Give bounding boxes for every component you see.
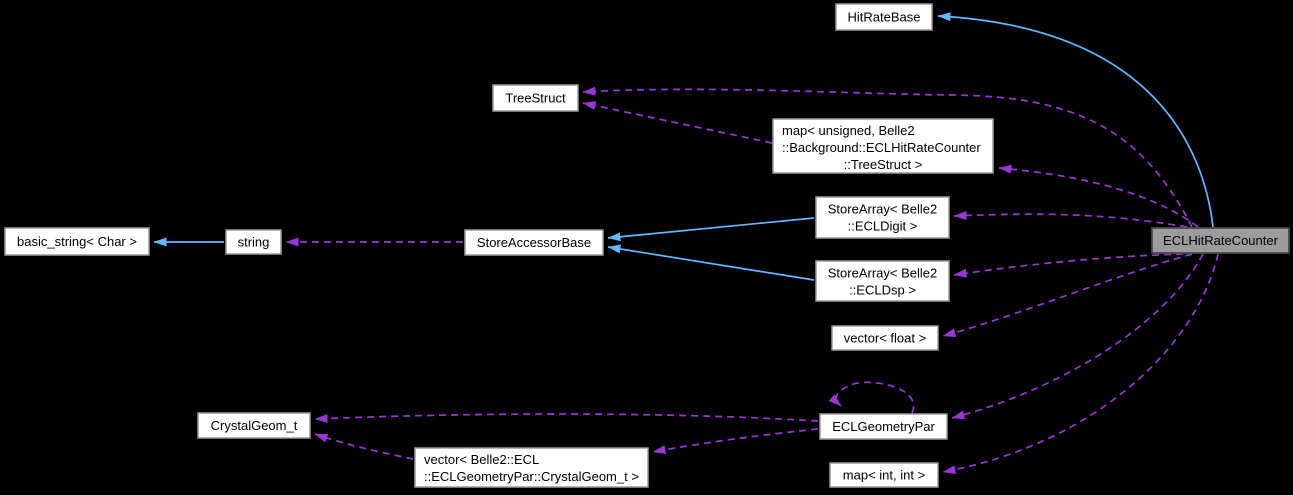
node-storearray-ecldigit[interactable]: StoreArray< Belle2 ::ECLDigit > <box>815 196 950 239</box>
edge-vectorcrystalgeom-to-crystalgeom <box>314 433 414 460</box>
crystalgeom-box <box>197 412 311 439</box>
map-treestruct-label-line3: ::TreeStruct > <box>844 157 923 172</box>
map-treestruct-label-line2: ::Background::ECLHitRateCounter <box>782 140 981 155</box>
hitratebase-box <box>835 3 933 31</box>
node-treestruct[interactable]: TreeStruct <box>492 84 579 112</box>
node-eclgeometrypar[interactable]: ECLGeometryPar <box>819 413 948 440</box>
node-string[interactable]: string <box>225 229 282 255</box>
edge-eclhitratecounter-to-eclgeometrypar <box>951 253 1204 420</box>
eclgeometrypar-label: ECLGeometryPar <box>832 419 935 434</box>
edge-maptreestruct-to-treestruct <box>582 101 773 144</box>
treestruct-label: TreeStruct <box>505 91 566 106</box>
edge-eclhitratecounter-to-treestruct <box>582 86 1193 228</box>
map-treestruct-label-line1: map< unsigned, Belle2 <box>782 123 915 138</box>
node-eclhitratecounter-current: ECLHitRateCounter <box>1151 227 1290 254</box>
string-label: string <box>238 235 270 250</box>
storeaccessorbase-label: StoreAccessorBase <box>477 235 591 250</box>
edge-eclhitratecounter-to-maptreestruct <box>998 164 1199 228</box>
node-map-int-int[interactable]: map< int, int > <box>829 462 939 488</box>
node-map-treestruct[interactable]: map< unsigned, Belle2 ::Background::ECLH… <box>772 118 994 174</box>
edge-eclhitratecounter-to-storearray-ecldsp <box>953 253 1184 278</box>
crystalgeom-label: CrystalGeom_t <box>211 418 298 433</box>
vector-crystalgeom-box <box>414 447 649 488</box>
node-basicstring[interactable]: basic_string< Char > <box>4 227 150 256</box>
storearray-ecldsp-box <box>815 260 950 302</box>
hitratebase-label: HitRateBase <box>848 10 921 25</box>
basicstring-box <box>4 227 150 256</box>
treestruct-box <box>492 84 579 112</box>
vectorfloat-box <box>831 325 939 351</box>
map-int-int-label: map< int, int > <box>843 468 925 483</box>
storeaccessorbase-box <box>464 229 604 256</box>
map-treestruct-box <box>772 118 994 174</box>
vector-crystalgeom-label-line1: vector< Belle2::ECL <box>424 452 539 467</box>
node-storeaccessorbase[interactable]: StoreAccessorBase <box>464 229 604 256</box>
eclgeometrypar-box <box>819 413 948 440</box>
eclhitratecounter-label: ECLHitRateCounter <box>1163 233 1279 248</box>
eclhitratecounter-box <box>1151 227 1290 254</box>
storearray-ecldsp-label-line2: ::ECLDsp > <box>849 283 916 298</box>
edge-eclhitratecounter-to-mapintint <box>942 253 1219 475</box>
node-crystalgeom[interactable]: CrystalGeom_t <box>197 412 311 439</box>
edge-eclgeometrypar-to-crystalgeom <box>314 413 819 423</box>
storearray-ecldigit-label-line1: StoreArray< Belle2 <box>828 202 937 217</box>
map-int-int-box <box>829 462 939 488</box>
edge-eclhitratecounter-to-hitratebase <box>937 12 1214 228</box>
vector-crystalgeom-label-line2: ::ECLGeometryPar::CrystalGeom_t > <box>424 469 639 484</box>
basicstring-label: basic_string< Char > <box>17 234 137 249</box>
storearray-ecldigit-box <box>815 196 950 239</box>
node-vector-crystalgeom[interactable]: vector< Belle2::ECL ::ECLGeometryPar::Cr… <box>414 447 649 488</box>
vectorfloat-label: vector< float > <box>844 331 926 346</box>
node-storearray-ecldsp[interactable]: StoreArray< Belle2 ::ECLDsp > <box>815 260 950 302</box>
edge-eclgeometrypar-to-vectorcrystalgeom <box>652 428 819 455</box>
node-hitratebase[interactable]: HitRateBase <box>835 3 933 31</box>
string-box <box>225 229 282 255</box>
storearray-ecldigit-label-line2: ::ECLDigit > <box>848 219 918 234</box>
edge-eclhitratecounter-to-vectorfloat <box>942 253 1193 338</box>
node-vectorfloat[interactable]: vector< float > <box>831 325 939 351</box>
storearray-ecldsp-label-line1: StoreArray< Belle2 <box>828 266 937 281</box>
edge-storearray-ecldsp-to-storeaccessorbase <box>607 244 815 281</box>
edge-eclgeometrypar-self-loop <box>828 381 915 414</box>
edge-eclhitratecounter-to-storearray-ecldigit <box>953 211 1188 228</box>
edge-storearray-ecldigit-to-storeaccessorbase <box>607 217 815 242</box>
